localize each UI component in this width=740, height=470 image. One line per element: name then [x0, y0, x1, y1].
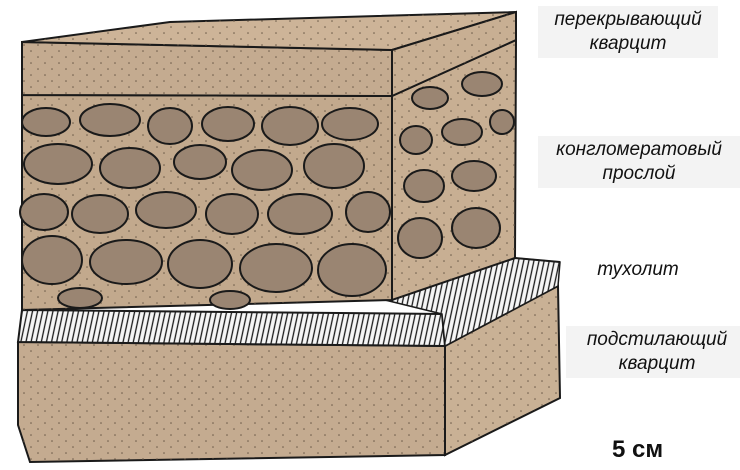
label-underlying-quartzite-line1: подстилающий: [572, 328, 740, 352]
label-overlying-quartzite-line1: перекрывающий: [544, 8, 712, 32]
label-thucholite: тухолит: [580, 256, 696, 284]
label-thucholite-text: тухолит: [586, 258, 690, 282]
label-overlying-quartzite-line2: кварцит: [544, 32, 712, 56]
conglomerate-layer-front: [20, 95, 392, 310]
label-conglomerate-line2: прослой: [544, 162, 734, 186]
label-underlying-quartzite: подстилающий кварцит: [566, 326, 740, 378]
label-underlying-quartzite-line2: кварцит: [572, 352, 740, 376]
scale-bar-label: 5 см: [612, 436, 663, 464]
label-conglomerate-line1: конгломератовый: [544, 138, 734, 162]
label-conglomerate-layer: конгломератовый прослой: [538, 136, 740, 188]
label-overlying-quartzite: перекрывающий кварцит: [538, 6, 718, 58]
